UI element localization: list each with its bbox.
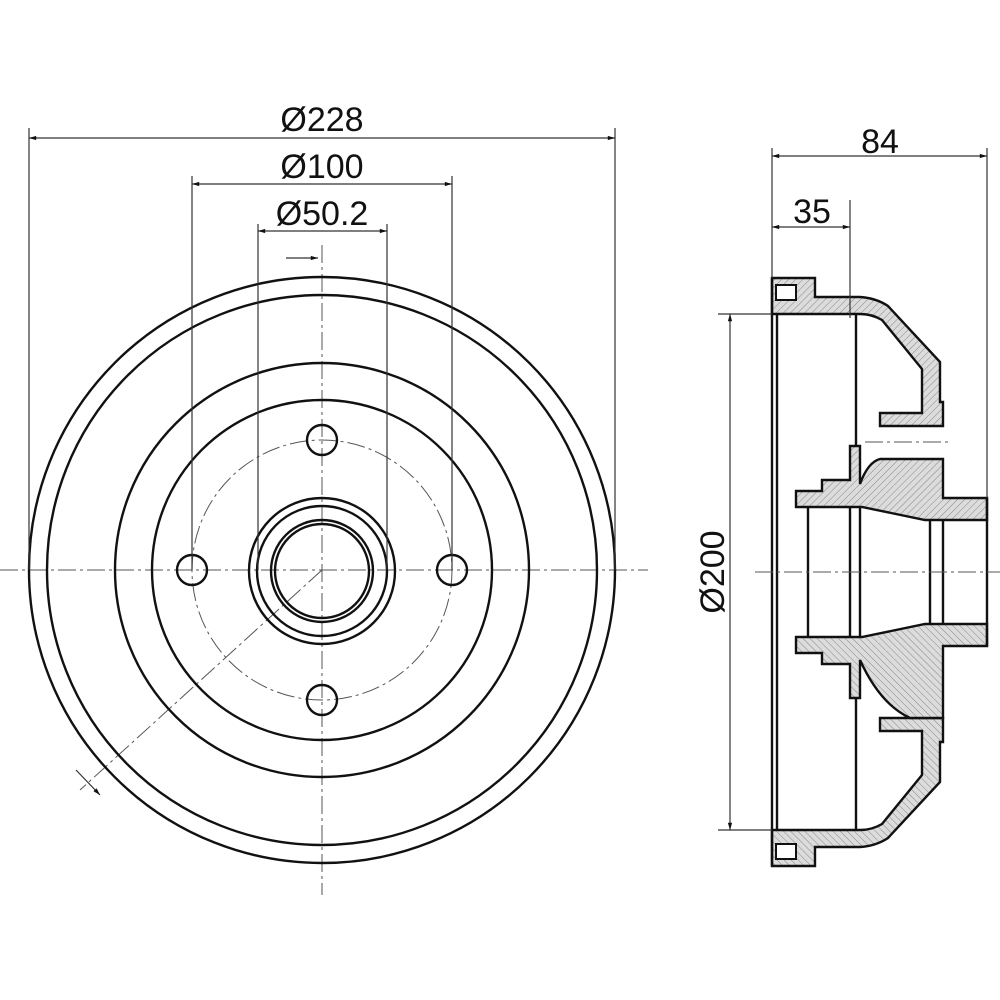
side-section-view: 84 35 Ø200 <box>694 123 1000 868</box>
bolt-hole <box>305 423 339 457</box>
overall-height-label: 84 <box>861 123 899 161</box>
bolt-circle-diameter-label: Ø100 <box>280 148 363 186</box>
drum-rim-circle <box>45 293 599 847</box>
outer-diameter-label: Ø228 <box>280 101 363 139</box>
center-bore-diameter-label: Ø50.2 <box>276 195 369 233</box>
hub-ring-circle <box>255 504 389 638</box>
drum-depth-label: 35 <box>793 193 831 231</box>
bolt-hole <box>305 683 339 717</box>
hub-flange-circle <box>150 398 494 742</box>
brake-surface-diameter-label: Ø200 <box>694 530 732 613</box>
section-top-half <box>770 276 989 522</box>
section-bottom-half <box>770 622 989 868</box>
diagonal-centerline <box>79 569 323 791</box>
center-bore-outer <box>269 518 375 624</box>
hub-outer-circle <box>247 496 397 646</box>
front-view: Ø228 Ø100 Ø50.2 <box>0 101 648 895</box>
center-bore-inner <box>273 522 371 620</box>
diagonal-arrow <box>75 769 101 796</box>
drum-face-circle <box>113 361 531 779</box>
